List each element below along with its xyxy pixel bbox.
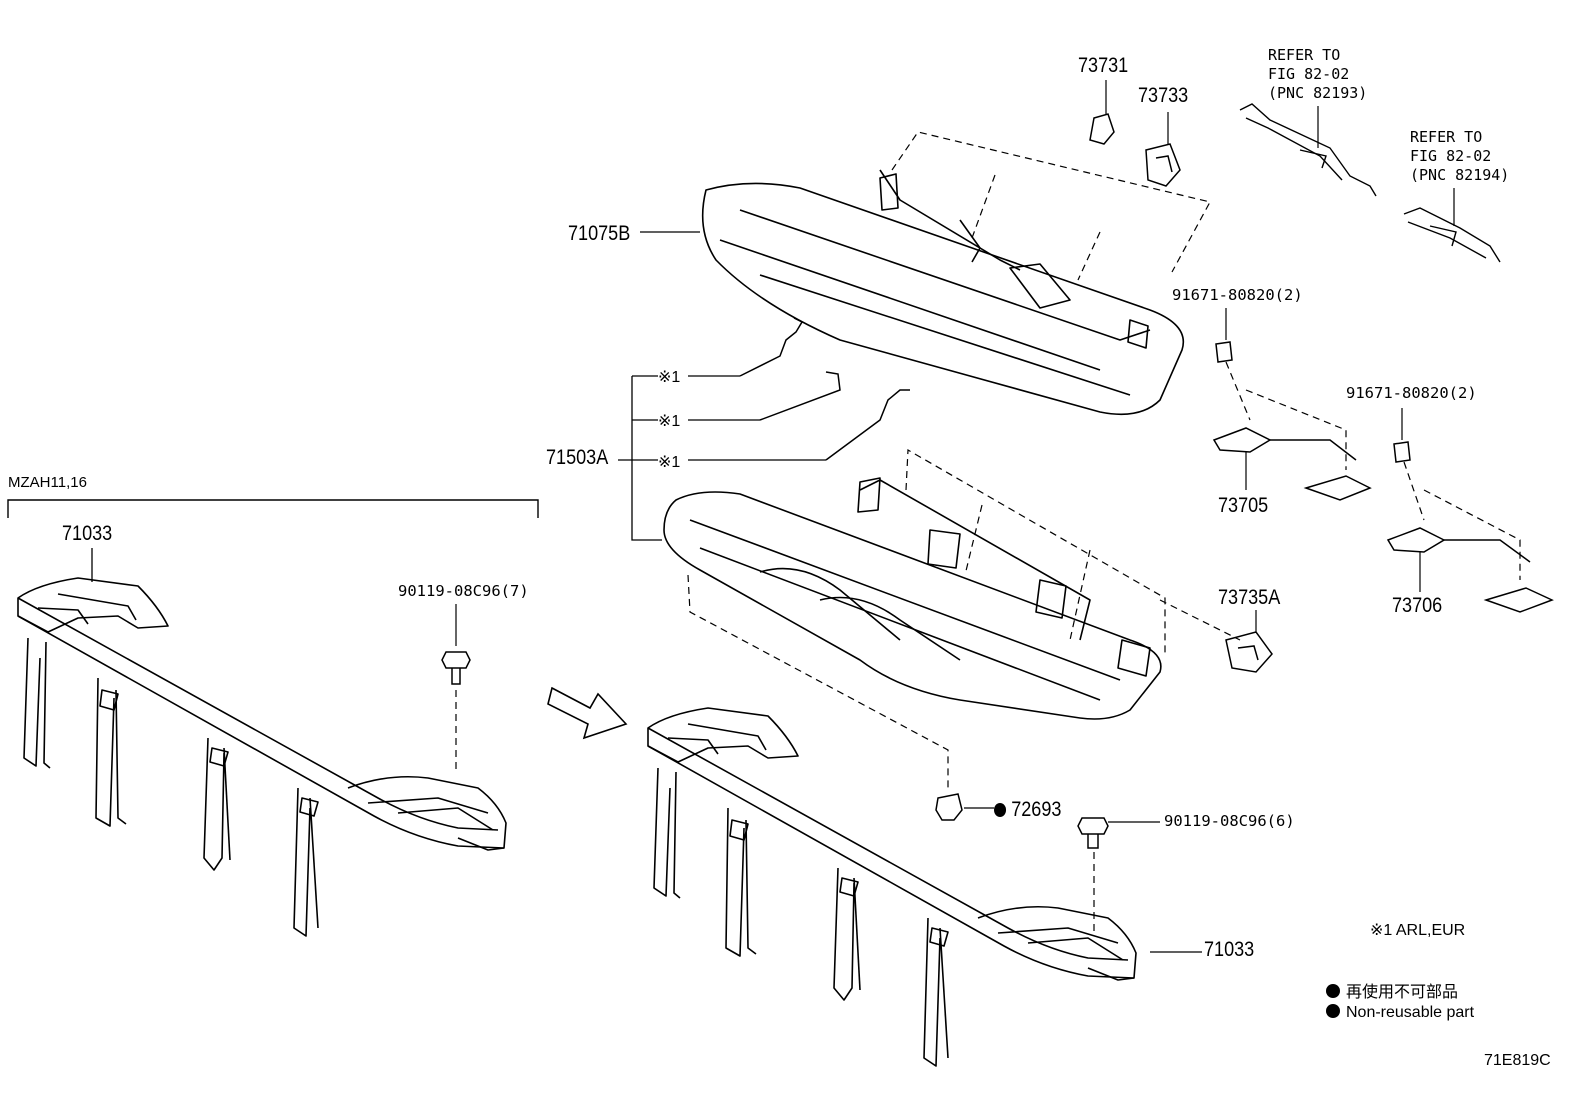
part-label-73731: 73731 xyxy=(1078,54,1129,77)
seat-frame-left xyxy=(17,577,507,937)
non-reusable-dot-icon xyxy=(994,803,1007,817)
wire-harness xyxy=(618,317,910,541)
refer-line: (PNC 82194) xyxy=(1410,166,1510,184)
part-number: 72693 xyxy=(1011,798,1062,821)
bolt-icon xyxy=(1077,817,1160,934)
variant-mark: ※1 xyxy=(658,413,681,430)
refer-line: (PNC 82193) xyxy=(1268,84,1368,102)
harness-82194-icon xyxy=(1403,188,1501,263)
seat-back-cover xyxy=(701,169,1185,416)
part-label-71033-left: 71033 xyxy=(62,522,113,545)
seat-cushion-dash-outline xyxy=(687,448,1241,790)
part-label-90119-6: 90119-08C96(6) xyxy=(1164,812,1295,830)
non-reusable-dot-icon xyxy=(1326,1004,1340,1018)
refer-note-82194: REFER TO FIG 82-02 (PNC 82194) xyxy=(1410,128,1509,185)
part-label-71503a: 71503A xyxy=(546,446,609,469)
harness-82193-icon xyxy=(1239,103,1377,197)
clip-73733-icon xyxy=(1145,112,1181,187)
seat-frame-right xyxy=(647,707,1137,1067)
part-label-71033-right: 71033 xyxy=(1204,938,1255,961)
hinge-73706-icon xyxy=(1386,408,1554,613)
refer-line: REFER TO xyxy=(1268,46,1341,64)
model-bracket-line xyxy=(7,499,539,518)
variant-mark: ※1 xyxy=(658,369,681,386)
direction-arrow-icon xyxy=(547,686,628,740)
hinge-73705-icon xyxy=(1212,308,1372,501)
legend-text: Non-reusable part xyxy=(1346,1004,1475,1021)
part-label-73733: 73733 xyxy=(1138,84,1189,107)
refer-line: FIG 82-02 xyxy=(1268,65,1350,83)
variant-mark: ※1 xyxy=(658,454,681,471)
refer-line: REFER TO xyxy=(1410,128,1483,146)
legend-text: 再使用不可部品 xyxy=(1346,984,1459,1001)
figure-id: 71E819C xyxy=(1484,1052,1551,1069)
refer-note-82193: REFER TO FIG 82-02 (PNC 82193) xyxy=(1268,46,1367,103)
part-label-72693: 72693 xyxy=(994,798,1061,822)
refer-line: FIG 82-02 xyxy=(1410,147,1492,165)
legend-nonreusable-en: Non-reusable part xyxy=(1326,1004,1474,1022)
part-label-91671-a: 91671-80820(2) xyxy=(1172,286,1303,304)
model-code: MZAH11,16 xyxy=(8,474,87,491)
part-label-91671-b: 91671-80820(2) xyxy=(1346,384,1477,402)
legend-nonreusable-jp: 再使用不可部品 xyxy=(1326,978,1458,1002)
part-label-90119-7: 90119-08C96(7) xyxy=(398,582,529,600)
legend-variant-note: ※1 ARL,EUR xyxy=(1370,922,1466,939)
non-reusable-dot-icon xyxy=(1326,984,1340,998)
part-label-71075b: 71075B xyxy=(568,222,631,245)
clip-73735a-icon xyxy=(1225,610,1273,673)
seat-cushion-cover xyxy=(663,477,1162,720)
clip-72693-icon xyxy=(935,793,994,821)
part-label-73735a: 73735A xyxy=(1218,586,1281,609)
part-label-73705: 73705 xyxy=(1218,494,1269,517)
bolt-icon xyxy=(441,604,471,770)
clip-73731-icon xyxy=(1089,80,1115,145)
part-label-73706: 73706 xyxy=(1392,594,1443,617)
seat-back-dash-outline xyxy=(891,131,1211,281)
